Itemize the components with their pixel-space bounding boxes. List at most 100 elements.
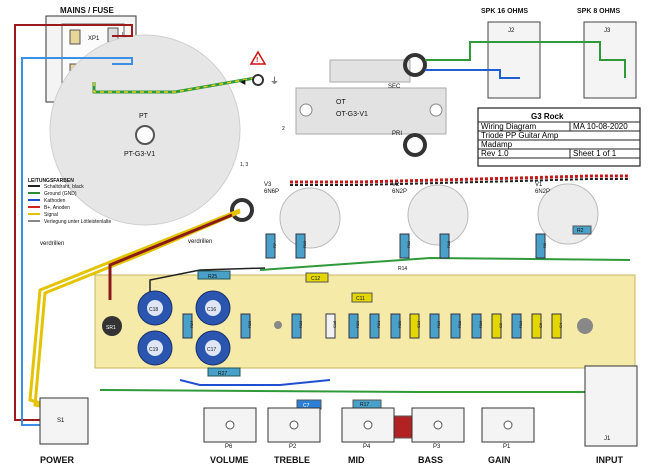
ot-hole-left [299, 103, 313, 117]
v3-type: 6N6P [264, 189, 279, 195]
mains-title: MAINS / FUSE [60, 6, 114, 15]
tube-socket-v3 [279, 187, 341, 249]
res-r2 [572, 225, 592, 235]
part-label-c15: C15 [332, 320, 337, 328]
cap-c12-label: C12 [311, 276, 320, 282]
wire-red-b [108, 213, 233, 300]
ot-body [295, 87, 447, 135]
spk16-jack [487, 21, 541, 99]
power-label: POWER [40, 455, 75, 465]
v1-name: V1 [535, 182, 543, 188]
legend-item: Signal [44, 212, 58, 218]
part-label-r20: R20 [397, 320, 402, 328]
gnd-bus-bottom [99, 389, 600, 393]
pot-name-p2: TREBLE [274, 455, 310, 465]
earth-icon: ⏚ [270, 76, 279, 86]
pot-name-p3: BASS [418, 455, 443, 465]
legend-heading: LEITUNGSFARBEN [28, 178, 74, 184]
part-label-c4: C4 [558, 322, 563, 328]
cap-c19-top [147, 340, 163, 356]
part-c13 [409, 313, 420, 339]
part-r7 [265, 233, 276, 259]
legend-item: Ground (GND) [44, 191, 77, 197]
part-label-r23: R23 [298, 320, 303, 328]
bridge-sr1 [102, 316, 122, 336]
gnd-bus-top [259, 256, 631, 271]
part-label-r24: R24 [189, 320, 194, 328]
part-label-r22: R22 [355, 320, 360, 328]
wire-blue-cathode [179, 379, 331, 386]
note-verdrillen-1: verdrillen [40, 241, 64, 247]
part-c15 [325, 313, 336, 339]
part-r21 [369, 313, 380, 339]
ot-sec: SEC [388, 84, 401, 90]
part-label-r15: R15 [446, 240, 451, 248]
pot-knob-p6[interactable] [225, 420, 235, 430]
grommet-pt [230, 198, 254, 222]
tb-desc: Triode PP Guitar Amp [481, 131, 559, 140]
pot-knob-p3[interactable] [433, 420, 443, 430]
pot-id-p3: P3 [433, 444, 441, 450]
tb-title: G3 Rock [531, 112, 564, 121]
part-r22 [348, 313, 359, 339]
part-label-c13: C13 [416, 320, 421, 328]
spk-gnd-wire [425, 41, 626, 78]
warning-mark: ! [256, 57, 258, 64]
grommet-pri [403, 133, 427, 157]
legend-item: Schaltdraht, black [44, 184, 84, 190]
part-c9 [491, 313, 502, 339]
part-r20 [390, 313, 401, 339]
part-label-c6: C6 [538, 322, 543, 328]
part-label-r16: R16 [478, 320, 483, 328]
pot-id-p4: P4 [363, 444, 371, 450]
cap-c19-label: C19 [149, 347, 158, 353]
pot-knob-p2[interactable] [289, 420, 299, 430]
spk16-jack-id: J2 [508, 28, 515, 34]
res-r25-label: R25 [208, 274, 217, 280]
power-switch[interactable] [39, 397, 89, 445]
spk8-jack-id: J3 [604, 28, 611, 34]
part-label-c9: C9 [498, 322, 503, 328]
pot-knob-p4[interactable] [363, 420, 373, 430]
grommet-sec [403, 53, 427, 77]
warning-triangle [249, 50, 267, 65]
mains-wire-blue [21, 57, 133, 426]
res-r17-label: R17 [360, 402, 369, 408]
part-label-r18: R18 [457, 320, 462, 328]
board-mount-hole [274, 321, 282, 329]
res-r25 [197, 270, 231, 280]
pot-knob-p1[interactable] [503, 420, 513, 430]
cap-c11-label: C11 [356, 296, 365, 302]
pot-name-p1: GAIN [488, 455, 511, 465]
title-block [477, 107, 641, 167]
pt-model: PT-G3-V1 [124, 151, 155, 158]
heater-wire-red [290, 174, 630, 184]
input-jack[interactable] [584, 365, 638, 447]
legend-item: Kathoden [44, 198, 66, 204]
input-connector-c3 [577, 318, 593, 334]
v2-type: 6N2P [392, 189, 407, 195]
ground-lug [252, 74, 264, 86]
ot-model: OT-G3-V1 [336, 111, 368, 118]
mains-xp1: XP1 [88, 36, 100, 42]
wire-black-1 [149, 267, 266, 296]
part-label-r11: R11 [406, 240, 411, 248]
part-r18 [450, 313, 461, 339]
tb-date: MA 10-08-2020 [573, 122, 628, 131]
part-label-r13: R13 [518, 320, 523, 328]
part-label-r7: R7 [272, 242, 277, 248]
pot-id-p1: P1 [503, 444, 511, 450]
heater-wire-black [290, 178, 630, 186]
cap-c17-top [205, 340, 221, 356]
v3-name: V3 [264, 182, 272, 188]
note-verdrillen-2: verdrillen [188, 239, 212, 245]
pt-tap-2: 2 [282, 126, 285, 132]
pot-id-p2: P2 [289, 444, 297, 450]
part-r11 [399, 233, 410, 259]
pt-tap-1: 1, 3 [240, 162, 249, 168]
tube-socket-v2 [407, 184, 469, 246]
cap-c16-label: C16 [207, 307, 216, 313]
res-r27-label: R27 [218, 371, 227, 377]
